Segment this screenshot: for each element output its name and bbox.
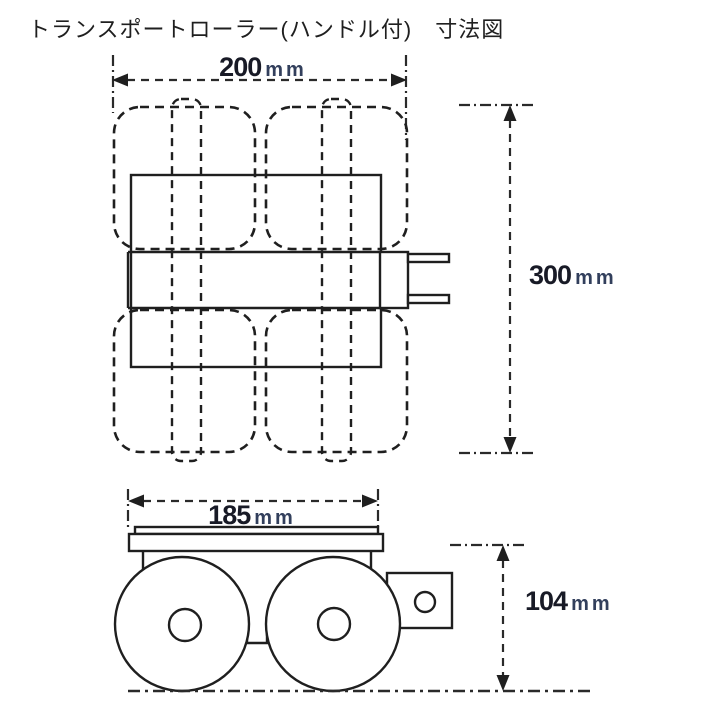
frame-side-supports [141,551,373,570]
handle-mount [378,250,410,310]
page-title: トランスポートローラー(ハンドル付) 寸法図 [28,17,505,42]
arrowhead-up-icon [503,105,517,121]
arrowhead-right-icon [362,494,378,508]
wheel-hub-left [167,607,203,643]
roller-outline-bottom-right [264,308,409,454]
arrowhead-left-icon [128,494,144,508]
roller-outline-bottom-left [112,308,257,454]
table-base-plate [127,532,385,553]
arrowhead-down-icon [496,675,510,691]
handle-bar [126,250,380,310]
roller-groove-band-left [170,97,203,463]
arrowhead-left-icon [112,73,128,87]
roller-groove-band-right [320,97,353,463]
handle-grip-lower [406,293,451,305]
axle-bracket-between-wheels [245,633,269,645]
arrowhead-down-icon [503,437,517,453]
arrowhead-up-icon [496,545,510,561]
roller-outline-top-right [264,105,409,251]
roller-outline-top-left [112,105,257,251]
handle-bracket-hole [413,590,437,614]
wheel-hub-right [316,606,352,642]
handle-grip-upper [406,252,451,264]
arrowhead-right-icon [391,73,407,87]
